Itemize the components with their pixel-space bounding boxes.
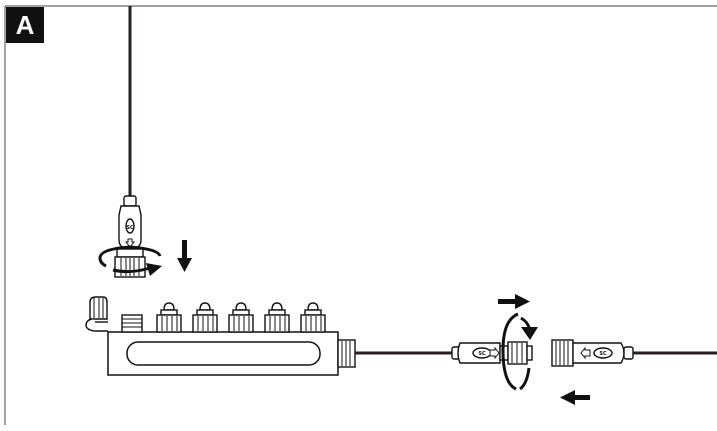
top-plug xyxy=(114,195,146,278)
left-coupling xyxy=(451,341,533,365)
open-port xyxy=(121,314,143,333)
top-plug-mark: SC xyxy=(126,225,134,231)
end-cap xyxy=(85,296,108,332)
rotate-vertical-icon xyxy=(501,312,538,391)
box-output-connector xyxy=(337,339,356,368)
capped-outlet xyxy=(156,302,182,333)
rotate-clockwise-icon xyxy=(98,245,162,276)
push-down-arrow-icon xyxy=(177,240,192,272)
frame-border xyxy=(4,5,717,425)
left-coupling-mark: SC xyxy=(478,351,486,357)
push-left-arrow-icon xyxy=(560,390,590,405)
capped-outlet xyxy=(228,302,254,333)
capped-outlet xyxy=(300,302,326,333)
right-coupling-mark: SC xyxy=(599,351,607,357)
capped-outlet xyxy=(264,302,290,333)
capped-outlet xyxy=(192,302,218,333)
distribution-box xyxy=(107,331,339,376)
panel-label: A xyxy=(6,7,44,43)
push-right-arrow-icon xyxy=(498,294,530,309)
right-coupling xyxy=(551,339,634,367)
